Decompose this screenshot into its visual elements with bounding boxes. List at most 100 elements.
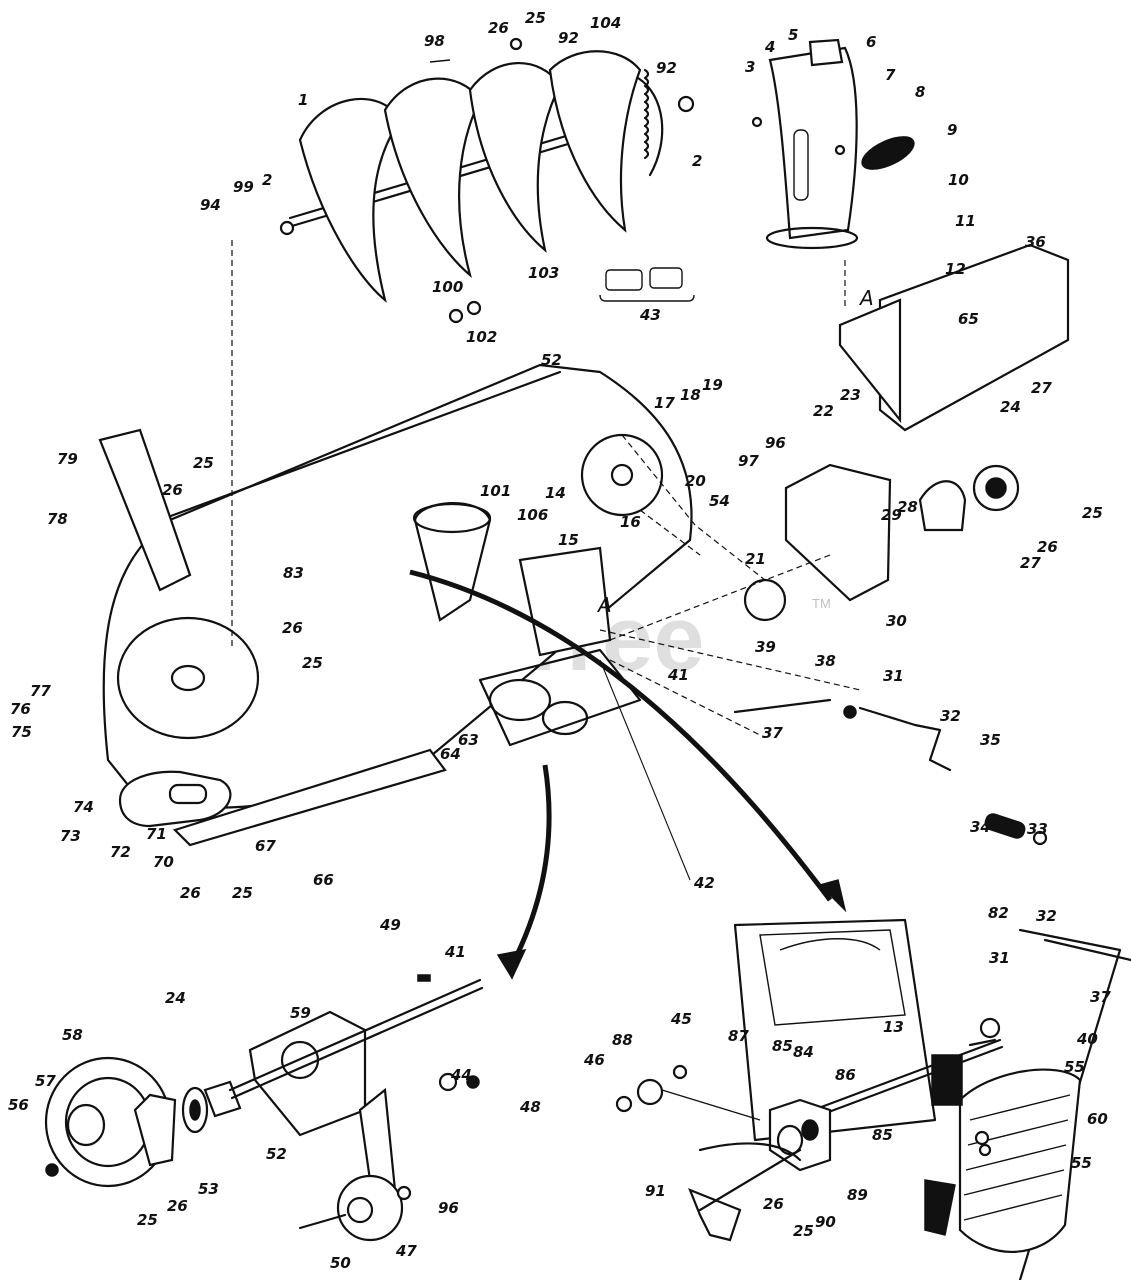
part-callout-c18: 18	[680, 386, 701, 404]
part-callout-c25a: 25	[525, 9, 546, 27]
part-callout-c52b: 52	[266, 1145, 287, 1163]
view-marker-a-mid: A	[596, 593, 612, 617]
part-callout-c102: 102	[466, 328, 497, 346]
part-callout-c24b: 24	[165, 989, 186, 1007]
part-callout-c63: 63	[458, 731, 479, 749]
part-callout-c31a: 31	[883, 667, 904, 685]
part-callout-c12: 12	[945, 260, 966, 278]
part-callout-c42: 42	[693, 874, 715, 892]
part-callout-c26f: 26	[167, 1197, 188, 1215]
part-callout-c85a: 85	[772, 1037, 793, 1055]
part-callout-c83: 83	[283, 564, 304, 582]
pulley-group	[44, 974, 484, 1242]
part-callout-c38: 38	[815, 652, 836, 670]
part-callout-c25g: 25	[793, 1222, 814, 1240]
part-callout-c98: 98	[424, 32, 445, 50]
part-callout-c56: 56	[8, 1096, 29, 1114]
part-callout-c64: 64	[440, 745, 461, 763]
part-callout-c48: 48	[519, 1098, 541, 1116]
part-callout-c17: 17	[654, 394, 675, 412]
part-callout-c24a: 24	[1000, 398, 1021, 416]
part-callout-c27a: 27	[1031, 379, 1052, 397]
part-callout-c26g: 26	[763, 1195, 784, 1213]
part-callout-c1: 1	[298, 91, 308, 109]
part-callout-c2b: 2	[692, 152, 702, 170]
part-callout-c72: 72	[110, 843, 131, 861]
part-callout-c94: 94	[200, 196, 221, 214]
part-callout-c104: 104	[590, 14, 621, 32]
part-callout-c76: 76	[10, 700, 31, 718]
part-callout-c19: 19	[702, 376, 723, 394]
part-callout-c26d: 26	[180, 884, 201, 902]
part-callout-c32b: 32	[1036, 907, 1057, 925]
part-callout-c103: 103	[528, 264, 559, 282]
part-callout-c90: 90	[815, 1213, 836, 1231]
part-callout-c26c: 26	[282, 619, 303, 637]
view-marker-a-top: A	[858, 286, 874, 310]
part-callout-c87: 87	[728, 1027, 749, 1045]
part-callout-c86: 86	[835, 1066, 856, 1084]
part-callout-c30: 30	[886, 612, 907, 630]
part-callout-c43: 43	[639, 306, 661, 324]
part-callout-c55a: 55	[1064, 1058, 1085, 1076]
part-callout-c70: 70	[153, 853, 174, 871]
part-callout-c55b: 55	[1071, 1154, 1092, 1172]
part-callout-c71: 71	[146, 825, 167, 843]
part-callout-c31b: 31	[989, 949, 1010, 967]
part-callout-c106: 106	[517, 506, 548, 524]
alignment-lines	[231, 240, 861, 881]
part-callout-c29: 29	[881, 506, 902, 524]
part-callout-c14: 14	[545, 484, 566, 502]
part-callout-c32a: 32	[940, 707, 961, 725]
part-callout-c46: 46	[583, 1051, 605, 1069]
part-callout-c47: 47	[395, 1242, 417, 1260]
part-callout-c54: 54	[709, 492, 730, 510]
part-callout-c100: 100	[432, 278, 463, 296]
part-callout-c53: 53	[198, 1180, 219, 1198]
flow-arrows	[409, 569, 847, 980]
part-callout-c26e: 26	[1037, 538, 1058, 556]
auger-housing	[98, 243, 1070, 847]
part-callout-c36: 36	[1025, 233, 1046, 251]
part-callout-c49: 49	[379, 916, 401, 934]
part-callout-c45: 45	[670, 1010, 692, 1028]
part-callout-c26b: 26	[162, 481, 183, 499]
part-callout-c25e: 25	[1082, 504, 1103, 522]
part-callout-c7: 7	[885, 66, 896, 84]
part-callout-c39: 39	[755, 638, 776, 656]
part-callout-c13: 13	[883, 1018, 904, 1036]
tractor-mount-view	[615, 918, 1131, 1280]
part-callout-c44: 44	[450, 1066, 472, 1084]
part-callout-c34: 34	[970, 818, 991, 836]
part-callout-c73: 73	[60, 827, 81, 845]
part-callout-c74: 74	[73, 798, 94, 816]
part-callout-c27b: 27	[1020, 554, 1041, 572]
part-callout-c96b: 96	[438, 1199, 459, 1217]
part-callout-c65: 65	[958, 310, 979, 328]
part-callout-c40: 40	[1076, 1030, 1098, 1048]
part-callout-c60: 60	[1087, 1110, 1108, 1128]
part-callout-c66: 66	[313, 871, 334, 889]
watermark-trademark: TM	[812, 596, 831, 611]
part-callout-c88: 88	[612, 1031, 633, 1049]
part-callout-c78: 78	[47, 510, 68, 528]
part-callout-c85b: 85	[872, 1126, 893, 1144]
part-callout-c99: 99	[233, 178, 254, 196]
part-callout-c9: 9	[947, 121, 957, 139]
part-callout-c22: 22	[813, 402, 834, 420]
part-callout-c8: 8	[915, 83, 925, 101]
part-callout-c97: 97	[738, 452, 759, 470]
part-callout-c35: 35	[980, 731, 1001, 749]
part-callout-c4: 4	[764, 38, 775, 56]
part-callout-c50: 50	[330, 1254, 351, 1272]
part-callout-c5: 5	[788, 26, 798, 44]
part-callout-c77: 77	[30, 682, 51, 700]
part-callout-c2a: 2	[262, 171, 272, 189]
part-callout-c25b: 25	[193, 454, 214, 472]
part-callout-c10: 10	[948, 171, 969, 189]
part-callout-c33: 33	[1027, 820, 1048, 838]
part-callout-c41b: 41	[444, 943, 466, 961]
